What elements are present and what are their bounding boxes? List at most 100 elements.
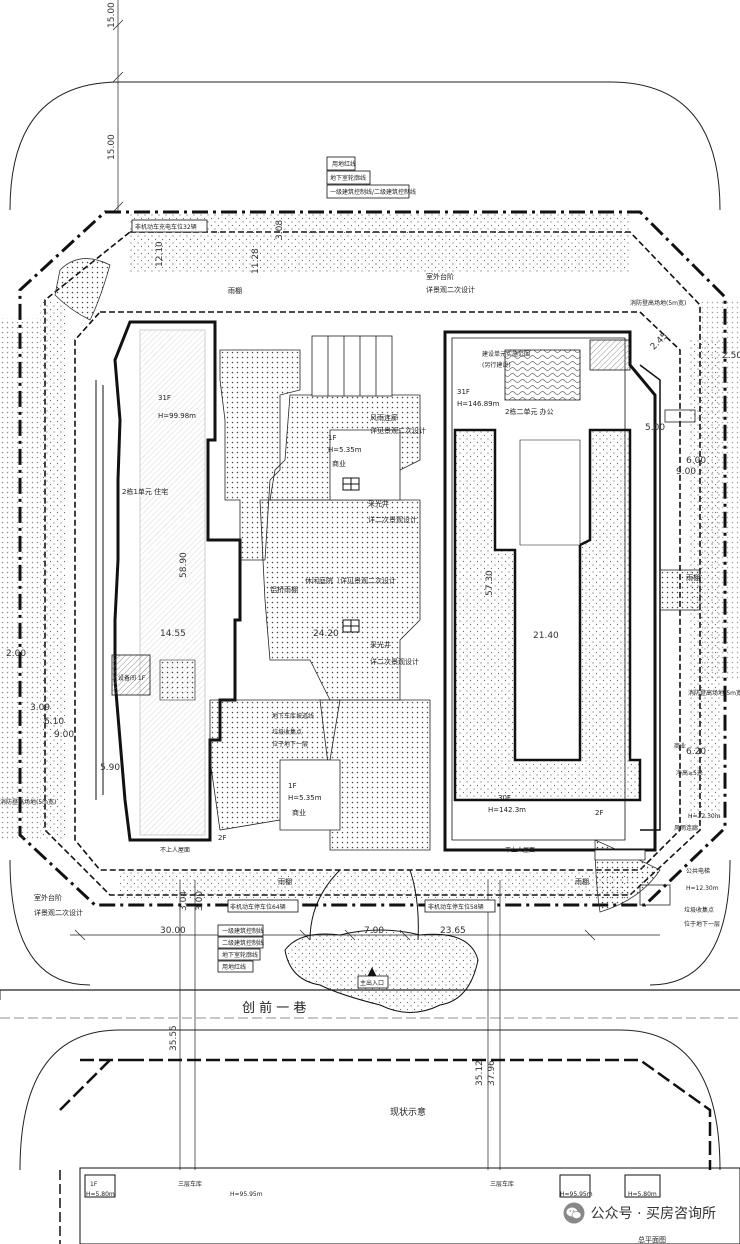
- top-note-1: 室外台阶: [426, 272, 454, 281]
- wechat-icon: [563, 1202, 585, 1224]
- canopy-left: 铝桥雨棚: [270, 585, 298, 594]
- h-12-30b: H=12.30m: [686, 885, 719, 892]
- right-side-features: [594, 409, 701, 906]
- dim-35-55: 35.55: [169, 1025, 179, 1051]
- dim-37-96: 37.96: [487, 1060, 497, 1086]
- canopy-bottom: 雨棚: [278, 877, 292, 886]
- dim-2-50: 2.50: [722, 351, 740, 361]
- dim-24-20: 24.20: [313, 629, 339, 639]
- legend-b1: 一级建筑控制线: [222, 927, 264, 935]
- wind-shield-label: 风雨连廊: [370, 413, 398, 422]
- wind-shield-note: 详见景观二次设计: [370, 426, 426, 435]
- legend-top: [326, 156, 410, 199]
- comm2-floors: 1F: [288, 782, 296, 790]
- h-12-30: H=12.30m: [688, 813, 721, 820]
- b3-height: H=146.89m: [457, 400, 500, 408]
- dim-3-09: 3.09: [30, 703, 50, 713]
- dim-11-28: 11.28: [251, 248, 261, 274]
- landscape-bands: [0, 213, 740, 913]
- top-note-2: 详景观二次设计: [426, 285, 475, 294]
- parking-top-label: 非机动车充电车位32辆: [135, 223, 197, 231]
- road-boundaries: [0, 81, 740, 1171]
- legend-b4: 用地红线: [222, 963, 246, 971]
- entrance-arrow: [309, 869, 419, 941]
- ex-5: H=95.95m: [560, 1191, 593, 1198]
- drawing-title: 总平面图: [638, 1235, 666, 1244]
- legend-basement: 地下室轮廓线: [330, 174, 366, 182]
- dim-23-65: 23.65: [440, 926, 466, 936]
- unit-note2: (另行建设): [482, 361, 511, 369]
- legend-bottom: [217, 924, 264, 973]
- ramp-note: 地下车库坡道线: [272, 712, 314, 720]
- b3-floors: 31F: [457, 388, 470, 396]
- refuse-note: 位于地下一层: [684, 920, 720, 928]
- skylight2-label: 采光井: [370, 640, 391, 649]
- dim-9-00-r: 9.00: [676, 467, 696, 477]
- legend-b2: 二级建筑控制线: [222, 939, 264, 947]
- dim-6-00: 6.00: [686, 456, 706, 466]
- gate-label: 主出入口: [360, 979, 384, 987]
- ex-4: 三层车库: [490, 1180, 514, 1188]
- legend-red-line: 用地红线: [332, 160, 356, 168]
- legend-control-line: 一级建筑控制线/二级建筑控制线: [330, 188, 416, 196]
- canopy-right: 雨棚: [686, 573, 700, 582]
- dim-35-12: 35.12: [475, 1060, 485, 1086]
- dim-6-20: 6.20: [686, 747, 706, 757]
- no-roof-1: 不上人屋面: [160, 846, 190, 854]
- walkway-note: 详景观二次设计: [34, 908, 83, 917]
- dim-7-00: 7.00: [364, 926, 384, 936]
- wind-canopy-r: 风雨连廊: [674, 824, 698, 832]
- courtyard-area: [209, 335, 431, 851]
- b3-use: 2栋二单元 办公: [505, 407, 554, 416]
- refuse2-label: 垃圾收集点: [272, 728, 302, 736]
- comm2-height: H=5.35m: [288, 794, 322, 802]
- dim-14-55: 14.55: [160, 629, 186, 639]
- dim-2-00: 2.00: [6, 649, 26, 659]
- yard-label: 休闲庭院（详见景观二次设计: [305, 576, 396, 585]
- fire-lane-r: 消防登高场地(5m宽): [630, 299, 686, 307]
- ex-2: 三层车库: [178, 1180, 202, 1188]
- ex-1h: H=5.80m: [86, 1191, 115, 1198]
- comm1-use: 商业: [332, 459, 346, 468]
- skylight1-label: 采光井: [368, 499, 389, 508]
- existing-label: 现状示意: [390, 1106, 426, 1118]
- public-elevator: 公共电梯: [686, 867, 710, 875]
- parking-b2-label: 非机动车停车位58辆: [428, 903, 484, 911]
- dim-3-00: 3.00: [195, 891, 205, 911]
- no-roof-2: 不上人屋面: [505, 846, 535, 854]
- dim-21-40: 21.40: [533, 631, 559, 641]
- dim-3-08: 3.08: [275, 220, 285, 240]
- dim-9-00-l: 9.00: [54, 730, 74, 740]
- dim-5-90: 5.90: [100, 763, 120, 773]
- parking-b1-label: 非机动车停车位64辆: [230, 903, 286, 911]
- canopy-top: 雨棚: [228, 286, 242, 295]
- roof-2f-b: 2F: [218, 834, 226, 842]
- unit-note: 建设单元实施范围: [482, 350, 530, 358]
- parking-boxes: [131, 219, 496, 913]
- dim-6-10: 6.10: [44, 717, 64, 727]
- watermark: 公众号 · 买房咨询所: [563, 1202, 716, 1224]
- road-name: 创 前 一 巷: [242, 1000, 306, 1016]
- walkway-label: 室外台阶: [34, 893, 62, 902]
- tower-top-height: H=142.3m: [488, 806, 526, 814]
- refuse2-note: 位于地下一层: [272, 740, 308, 748]
- comm1-height: H=5.35m: [328, 446, 362, 454]
- skylight1-note: 详二次景观设计: [368, 515, 417, 524]
- fire-lane-r2: 消防登高场地(5m宽): [688, 689, 740, 697]
- dim-2-45: 2.45: [649, 331, 670, 352]
- building-2-unit-1: [95, 320, 242, 842]
- b2-floors: 31F: [158, 394, 171, 402]
- ex-3: H=95.95m: [230, 1191, 263, 1198]
- tower-top-floors: 30F: [498, 794, 511, 802]
- dim-5-00: 5.00: [645, 423, 665, 433]
- dim-58-90: 58.90: [179, 552, 189, 578]
- dim-30-00: 30.00: [160, 926, 186, 936]
- canopy-gate: 雨棚: [575, 877, 589, 886]
- basement-outline: [44, 231, 701, 896]
- skylight-squares: [342, 477, 360, 633]
- entrance-plaza: [284, 929, 479, 1013]
- b2-height: H=99.98m: [158, 412, 196, 420]
- dim-12-10: 12.10: [155, 241, 165, 267]
- pump-room: 设备间 1F: [118, 674, 146, 682]
